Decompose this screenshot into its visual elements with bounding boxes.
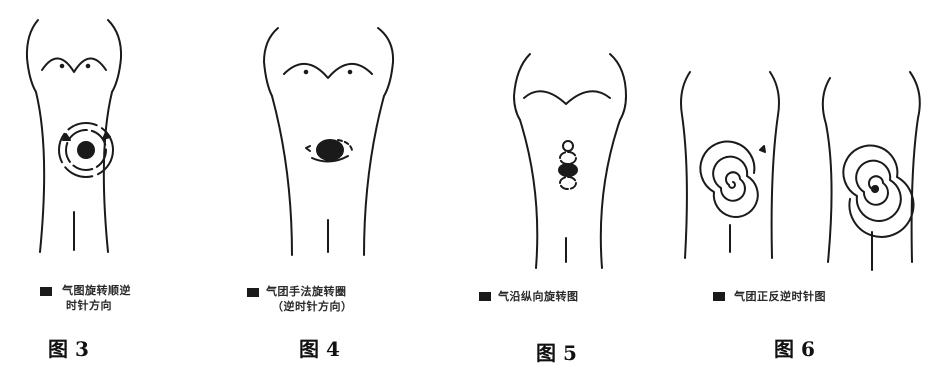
caption-figure-5: 气沿纵向旋转图: [498, 289, 579, 304]
spiral-swirl-figure-3: [58, 122, 114, 178]
figure-label-3: 图 3: [48, 337, 89, 361]
spiral-figure-6-left: [699, 140, 766, 218]
caption-figure-6: 气团正反逆时针图: [734, 289, 826, 304]
small-swirl-figure-4: [305, 139, 353, 163]
caption-figure-3: 气图旋转顺逆 时针方向: [62, 283, 131, 313]
caption-figure-6-line1: 气团正反逆时针图: [734, 290, 826, 303]
caption-marker-3: [40, 287, 52, 296]
torso-figure-5: [513, 53, 627, 269]
figure-label-4: 图 4: [299, 337, 340, 361]
caption-figure-4: 气团手法旋转圈 （逆时针方向）: [266, 284, 353, 314]
caption-figure-4-line1: 气团手法旋转圈: [266, 285, 347, 298]
spiral-figure-6-right: [842, 144, 915, 238]
torso-figure-6-right: [821, 71, 921, 271]
caption-figure-3-line1: 气图旋转顺逆: [62, 284, 131, 297]
caption-figure-4-line2: （逆时针方向）: [272, 300, 353, 313]
caption-marker-5: [479, 292, 491, 301]
caption-marker-4: [247, 288, 259, 297]
figure-label-5: 图 5: [536, 341, 577, 365]
caption-figure-5-line1: 气沿纵向旋转图: [498, 290, 579, 303]
figure-label-6: 图 6: [774, 337, 815, 361]
vertical-coil-figure-5: [558, 140, 578, 190]
caption-marker-6: [713, 292, 725, 301]
torso-figure-6-left: [680, 71, 780, 259]
torso-figure-4: [263, 27, 395, 256]
caption-figure-3-line2: 时针方向: [66, 299, 112, 312]
